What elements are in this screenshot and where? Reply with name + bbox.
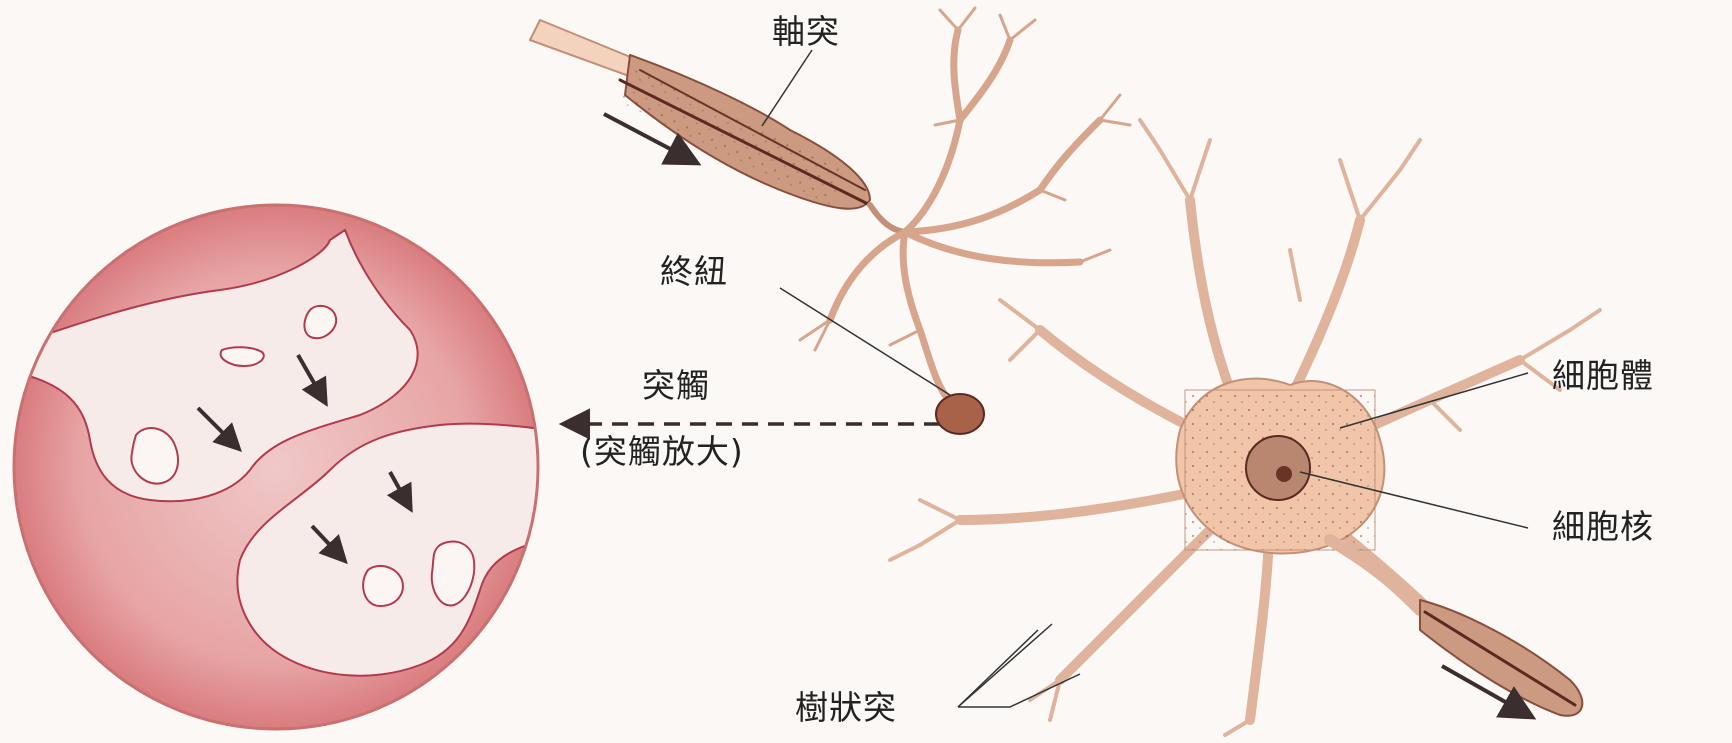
vesicle <box>363 566 403 606</box>
nucleus <box>1246 436 1310 500</box>
synapse-magnified-view <box>0 205 600 729</box>
synapse-label: 突觸 <box>642 366 710 405</box>
cell-body-label: 細胞體 <box>1552 356 1654 395</box>
outgoing-axon <box>1330 540 1582 716</box>
synapse-bulb <box>936 394 984 434</box>
terminal-button-label: 終紐 <box>660 252 728 291</box>
dendrites-label: 樹狀突 <box>795 688 897 727</box>
axon-label: 軸突 <box>772 12 840 51</box>
nucleus-label: 細胞核 <box>1552 507 1654 546</box>
incoming-axon <box>530 20 905 232</box>
synapse-magnified-label: (突觸放大) <box>580 432 744 471</box>
